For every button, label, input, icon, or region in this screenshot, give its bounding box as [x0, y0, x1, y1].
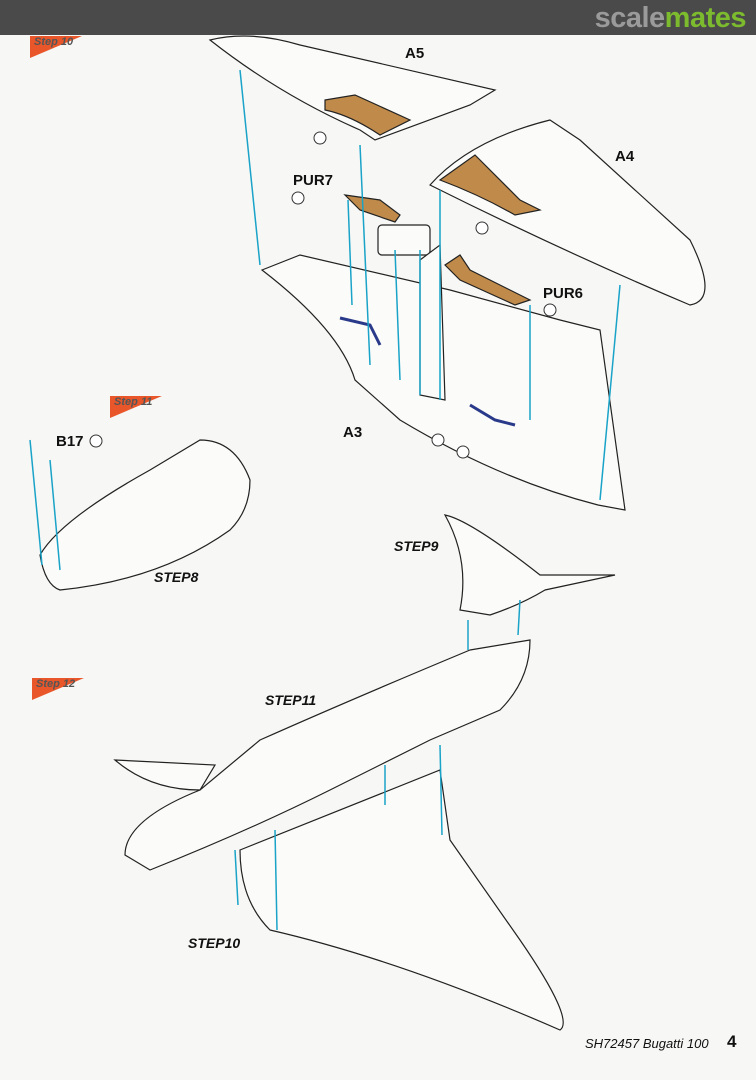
callout-icons	[89, 131, 557, 459]
step-ref-8: STEP8	[154, 569, 199, 585]
wing-step10	[239, 769, 564, 1031]
cockpit-step8	[39, 439, 251, 591]
kit-name: SH72457 Bugatti 100	[585, 1036, 709, 1051]
part-a3-seat	[419, 243, 446, 401]
fuselage-step12	[124, 639, 531, 871]
scalemates-logo[interactable]: scalemates	[594, 2, 747, 34]
assembly-arrows	[29, 69, 621, 931]
part-a4-wing	[429, 119, 706, 306]
step-ref-10: STEP10	[188, 935, 241, 951]
part-a5-wing	[208, 35, 497, 141]
page-number: 4	[727, 1032, 737, 1051]
part-label-pur7: PUR7	[293, 172, 334, 189]
step-ref-9: STEP9	[394, 538, 439, 554]
step-12-tag: Step 12	[32, 678, 84, 700]
part-block	[377, 224, 431, 256]
part-a4-flap	[438, 154, 542, 216]
part-label-b17: B17	[56, 433, 84, 450]
part-pur6	[444, 254, 532, 306]
header-bar: scalemates	[0, 0, 756, 35]
part-pur7	[343, 194, 401, 223]
tail-step9	[443, 514, 616, 616]
part-label-a3: A3	[343, 424, 363, 441]
part-label-a4: A4	[615, 148, 635, 165]
part-a5-flap	[324, 94, 412, 136]
part-label-pur6: PUR6	[543, 285, 584, 302]
step-11-tag: Step 11	[110, 396, 162, 418]
tailplane-step12	[113, 759, 217, 791]
step-10-tag: Step 10	[30, 36, 82, 58]
part-label-a5: A5	[405, 45, 425, 62]
step-ref-11: STEP11	[265, 692, 317, 708]
